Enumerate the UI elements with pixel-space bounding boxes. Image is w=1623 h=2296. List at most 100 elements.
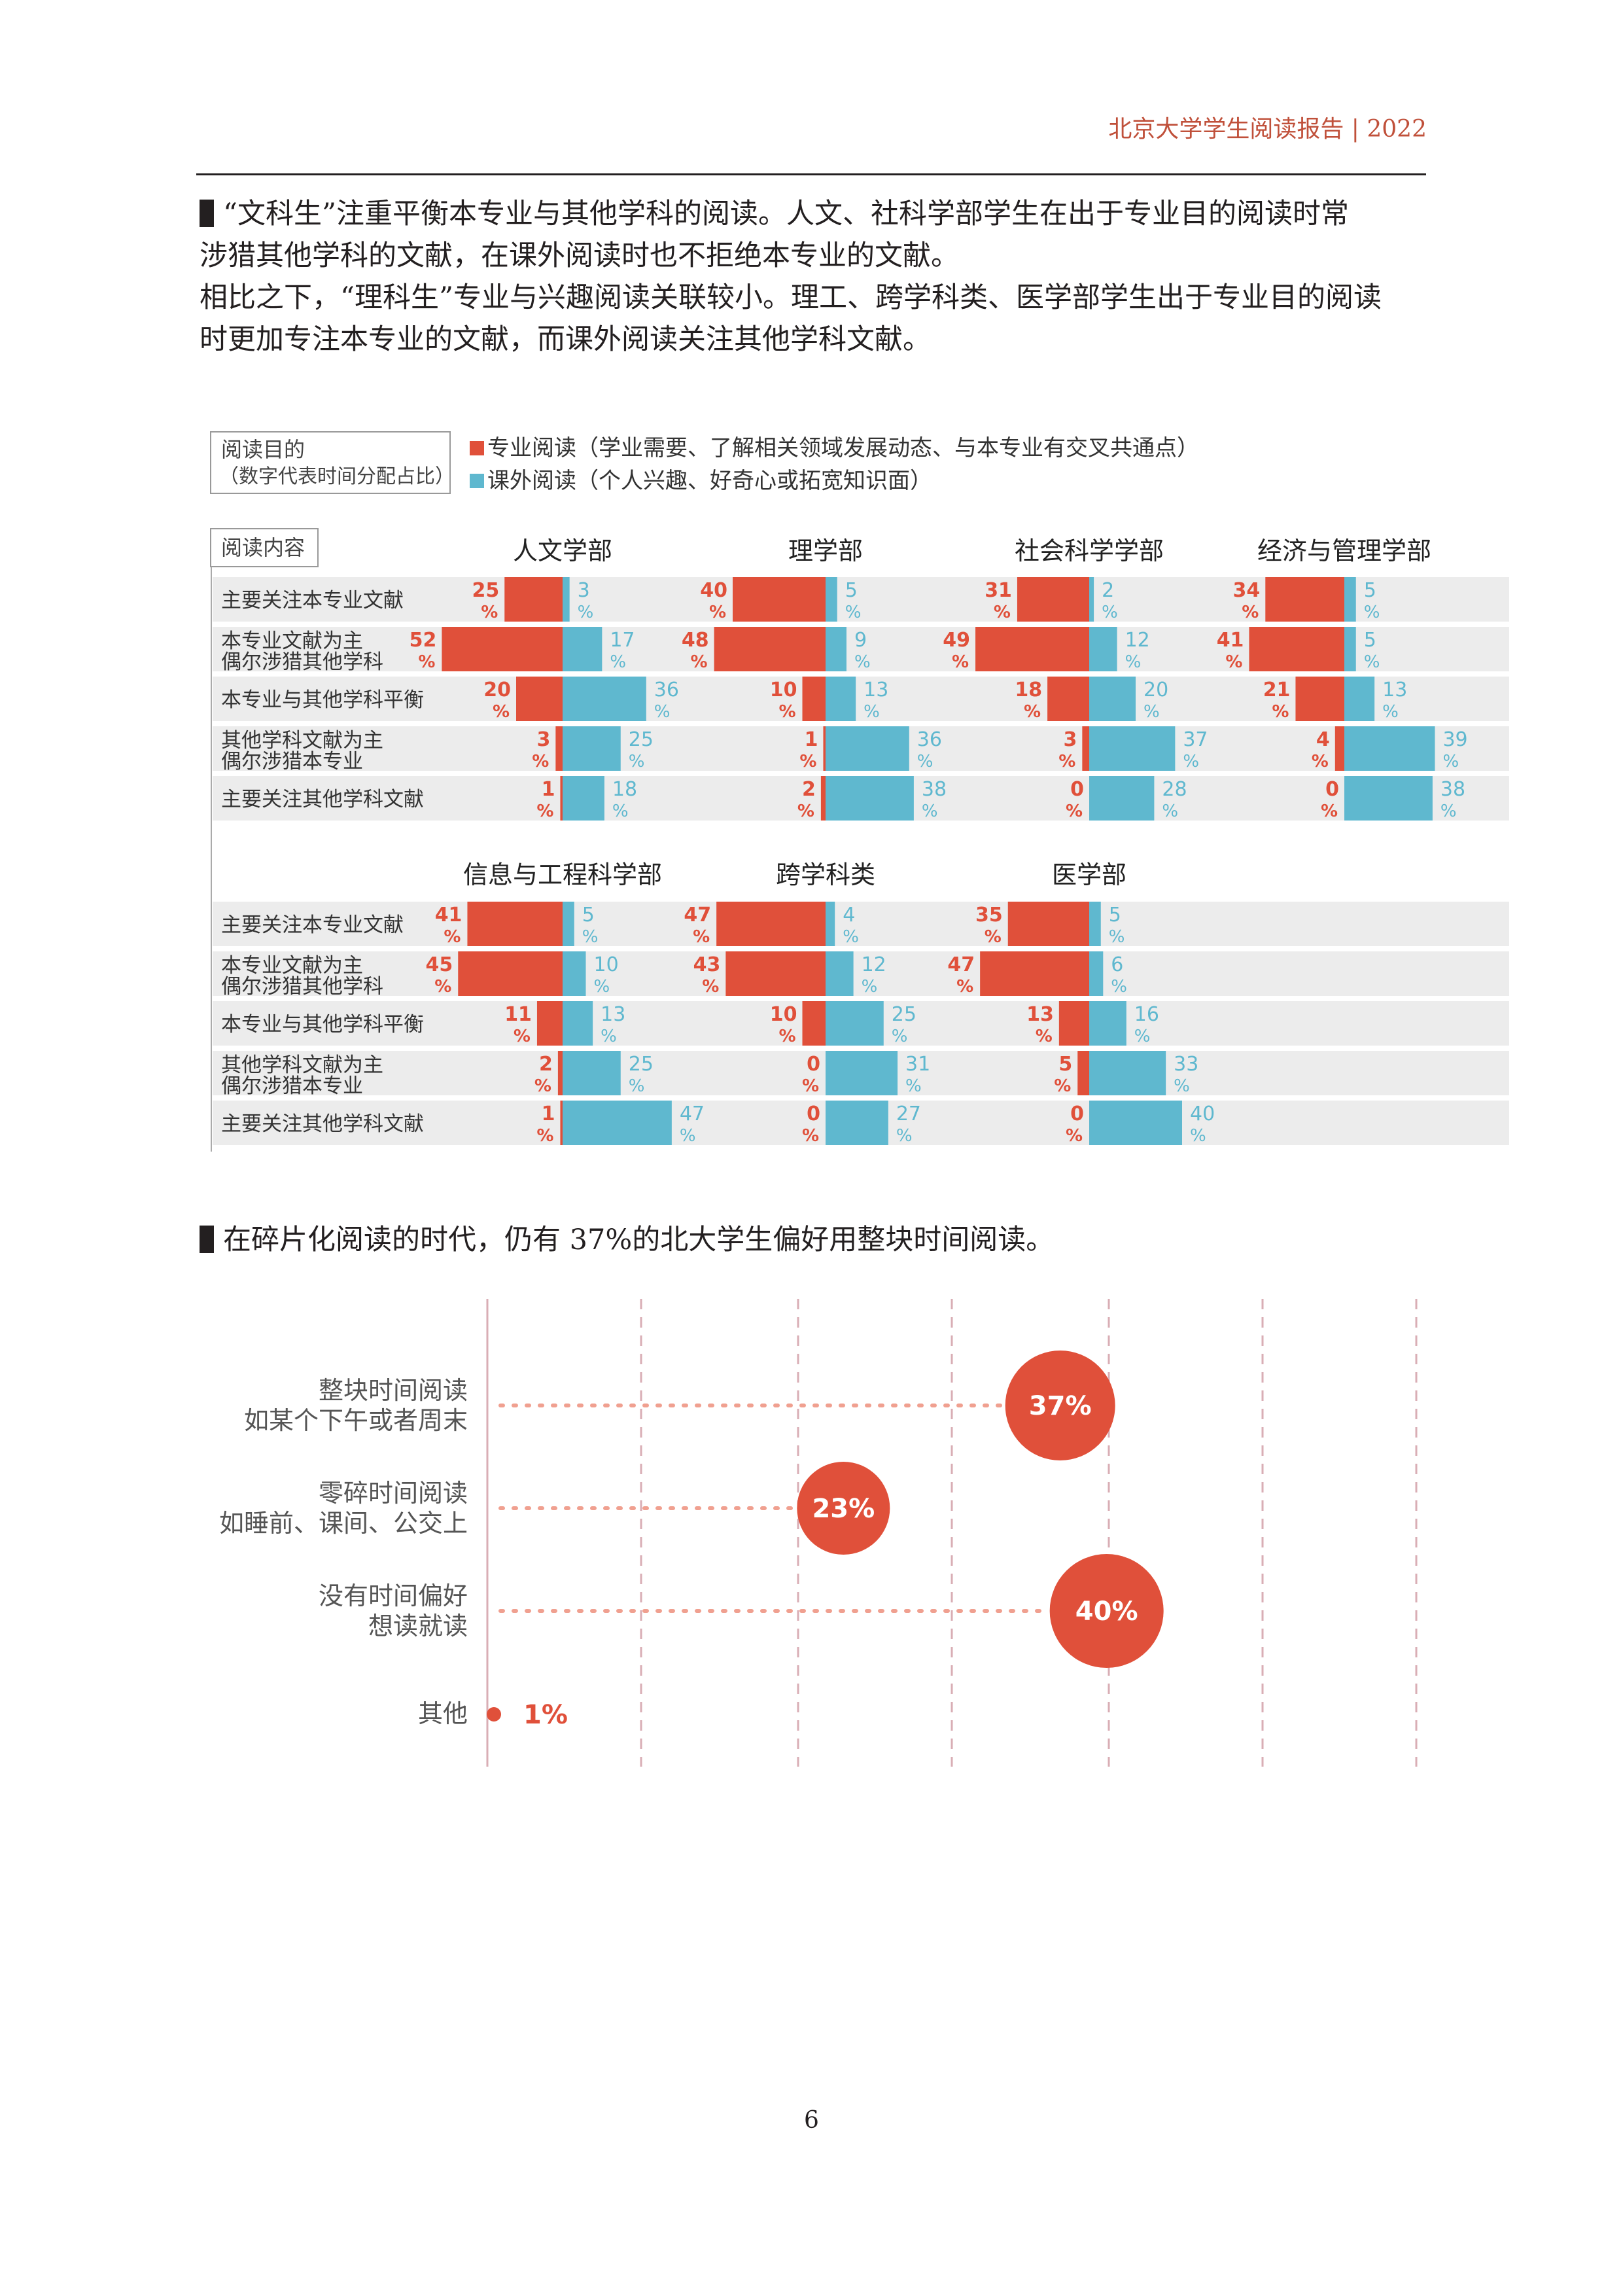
blue-value-label: 31 — [905, 1053, 930, 1076]
legend-swatch — [470, 441, 484, 455]
red-value-label: 18 — [1015, 679, 1042, 701]
red-bar — [560, 1101, 563, 1145]
red-value-label: 0 — [1325, 778, 1339, 801]
blue-percent-label: % — [1134, 1027, 1151, 1046]
red-bar — [516, 677, 563, 721]
blue-percent-label: % — [1442, 752, 1459, 771]
blue-bar — [826, 1051, 898, 1095]
red-bar — [442, 627, 563, 671]
blue-percent-label: % — [864, 702, 880, 722]
red-bar — [1017, 577, 1089, 622]
blue-value-label: 3 — [578, 579, 590, 602]
red-bar — [1047, 677, 1089, 721]
blue-bar — [826, 902, 835, 946]
red-value-label: 0 — [807, 1053, 820, 1076]
red-value-label: 3 — [1063, 728, 1077, 751]
red-value-label: 2 — [802, 778, 816, 801]
red-bar — [802, 1001, 826, 1046]
row-header-box — [210, 528, 319, 567]
blue-bar — [1089, 677, 1136, 721]
legend-item: 专业阅读（学业需要、了解相关领域发展动态、与本专业有交叉共通点） — [487, 435, 1199, 461]
red-value-label: 35 — [975, 904, 1003, 927]
red-bar — [1007, 902, 1089, 946]
blue-percent-label: % — [917, 752, 934, 771]
row-background — [213, 677, 1509, 721]
blue-bar — [826, 951, 854, 996]
blue-percent-label: % — [612, 802, 629, 821]
report-header-title: 北京大学学生阅读报告 | 2022 — [1108, 116, 1427, 143]
category-label: 如睡前、课间、公交上 — [219, 1509, 468, 1538]
blue-value-label: 5 — [845, 579, 858, 602]
category-label: 整块时间阅读 — [319, 1376, 468, 1405]
red-bar — [1249, 627, 1344, 671]
blue-value-label: 13 — [601, 1003, 625, 1026]
red-percent-label: % — [1066, 802, 1083, 821]
department-title: 医学部 — [1052, 860, 1126, 889]
red-percent-label: % — [536, 802, 553, 821]
blue-bar — [826, 1001, 884, 1046]
bullet-marker — [200, 1226, 214, 1253]
blue-bar — [1344, 627, 1356, 671]
red-value-label: 49 — [943, 629, 970, 652]
blue-bar — [1344, 677, 1375, 721]
blue-value-label: 27 — [896, 1103, 921, 1125]
row-label: 偶尔涉猎其他学科 — [221, 975, 383, 998]
red-bar — [467, 902, 563, 946]
row-label: 本专业文献为主 — [221, 629, 363, 653]
blue-bar — [563, 677, 646, 721]
blue-value-label: 12 — [862, 953, 886, 976]
legend-item: 课外阅读（个人兴趣、好奇心或拓宽知识面） — [487, 468, 932, 494]
blue-percent-label: % — [922, 802, 938, 821]
row-label: 其他学科文献为主 — [221, 1053, 383, 1077]
blue-value-label: 25 — [892, 1003, 916, 1026]
red-value-label: 34 — [1233, 579, 1261, 602]
blue-percent-label: % — [896, 1126, 913, 1146]
blue-value-label: 16 — [1134, 1003, 1159, 1026]
red-bar — [1295, 677, 1344, 721]
red-value-label: 0 — [1070, 1103, 1084, 1125]
red-percent-label: % — [1272, 702, 1289, 722]
red-value-label: 45 — [426, 953, 453, 976]
red-percent-label: % — [444, 927, 461, 947]
blue-value-label: 39 — [1442, 728, 1467, 751]
blue-percent-label: % — [654, 702, 671, 722]
blue-value-label: 38 — [1440, 778, 1465, 801]
blue-value-label: 5 — [1364, 579, 1376, 602]
blue-bar — [826, 726, 909, 771]
row-label: 主要关注其他学科文献 — [221, 788, 424, 811]
blue-bar — [1089, 1001, 1126, 1046]
department-title: 经济与管理学部 — [1257, 537, 1431, 565]
legend-swatch — [470, 474, 484, 488]
red-percent-label: % — [797, 802, 814, 821]
blue-bar — [1089, 726, 1176, 771]
blue-percent-label: % — [1440, 802, 1457, 821]
row-label: 本专业文献为主 — [221, 954, 363, 978]
blue-percent-label: % — [578, 603, 594, 622]
blue-bar — [1089, 776, 1155, 821]
red-value-label: 10 — [770, 679, 797, 701]
department-title: 人文学部 — [513, 537, 612, 565]
paragraph-line: “文科生”注重平衡本专业与其他学科的阅读。人文、社科学部学生在出于专业目的阅读时… — [200, 193, 1442, 235]
red-percent-label: % — [778, 702, 795, 722]
row-label: 主要关注本专业文献 — [221, 589, 404, 612]
department-title: 跨学科类 — [776, 860, 875, 889]
blue-bar — [563, 577, 570, 622]
red-percent-label: % — [994, 603, 1011, 622]
red-value-label: 2 — [539, 1053, 553, 1076]
blue-value-label: 5 — [1364, 629, 1376, 652]
red-percent-label: % — [418, 652, 435, 672]
red-value-label: 1 — [542, 1103, 555, 1125]
blue-bar — [563, 627, 602, 671]
row-label: 主要关注本专业文献 — [221, 913, 404, 937]
category-label: 零碎时间阅读 — [319, 1479, 468, 1508]
blue-value-label: 18 — [612, 778, 637, 801]
red-percent-label: % — [952, 652, 969, 672]
blue-percent-label: % — [610, 652, 626, 672]
red-percent-label: % — [1024, 702, 1041, 722]
blue-percent-label: % — [1162, 802, 1178, 821]
row-label: 偶尔涉猎本专业 — [221, 1074, 363, 1098]
row-label: 本专业与其他学科平衡 — [221, 1013, 424, 1036]
red-value-label: 0 — [807, 1103, 820, 1125]
department-title: 理学部 — [788, 537, 863, 565]
red-percent-label: % — [802, 1126, 819, 1146]
